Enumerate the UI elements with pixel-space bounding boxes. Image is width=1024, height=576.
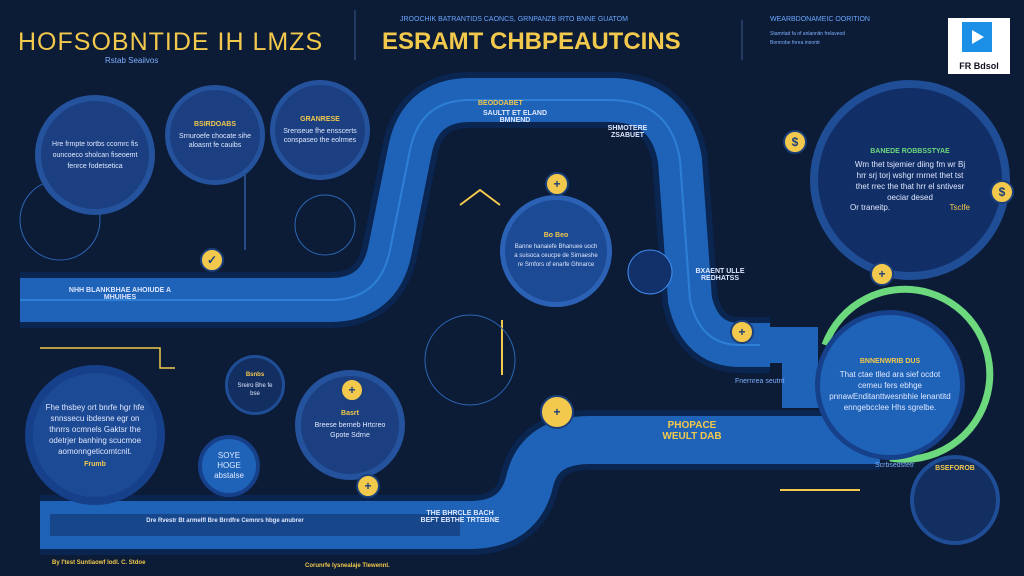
node-heading: BSIRDOABS	[193, 120, 236, 128]
node-text: That ctae tlled ara sief ocdot cemeu fer…	[829, 369, 951, 412]
road-label: PHOPACE WEULT DAB	[662, 420, 722, 442]
node-top-mid1: BSIRDOABS Srnuroefe chocate sihe aloasnt…	[165, 85, 265, 185]
node-right-top: BANEDE ROBBSSTYAE Wm thet tsjemier diing…	[810, 80, 1010, 280]
arrow-label: Scrbsedstetr	[875, 462, 915, 469]
road-label: Dre Rvestr Bt armelfl Bre Brrdfre Cemnrs…	[146, 518, 304, 524]
node-text: Or traneitp.	[850, 203, 891, 212]
coin-icon: +	[870, 262, 894, 286]
node-heading: Bo Beo	[543, 232, 569, 239]
node-right-mid: BNNENWRIB DUS That ctae tlled ara sief o…	[815, 310, 965, 460]
main-subtitle: Rstab Seaiivos	[105, 56, 159, 65]
road-label: BXAENT ULLE REDHATSS	[695, 268, 745, 282]
logo: FR Bdsol	[948, 18, 1010, 74]
node-text: Fhe thsbey ort bnrfe hgr hfe snnssecu ib…	[45, 403, 145, 456]
node-text: Breese berneb Hrtcreo Gpote Sdrne	[314, 421, 386, 439]
play-icon	[962, 22, 992, 52]
road-label: SAULTT ET ELAND BMNEND	[482, 110, 548, 124]
node-heading: Basrt	[341, 409, 359, 417]
node-heading: GRANRESE	[300, 115, 340, 123]
arrow-label: Fnernrea seutnt	[735, 378, 785, 385]
coin-icon: +	[730, 320, 754, 344]
node-text: Sreiro Bhe fe bse	[237, 383, 273, 397]
node-text: Wm thet tsjemier diing fm wr Bj hrr srj …	[854, 160, 966, 202]
node-text: Srenseue fhe ensscerts conspaseo the eol…	[283, 127, 357, 144]
right-line: Bonrrobe fnrea innontr	[770, 40, 821, 46]
coin-icon: $	[783, 130, 807, 154]
node-heading: BANEDE ROBBSSTYAE	[870, 148, 950, 155]
node-top-left: Hre frmpte tortbs ccomrc fis ouncoeco sh…	[35, 95, 155, 215]
node-bottom-left: Fhe thsbey ort bnrfe hgr hfe snnssecu ib…	[25, 365, 165, 505]
center-title: ESRAMT CHBPEAUTCINS	[382, 28, 681, 55]
node-text: SOYE HOGE abstalse	[214, 451, 244, 480]
footer-left: By I'test Suntiaowf lodl. C. Stdoe	[52, 560, 146, 566]
node-heading: BSEFOROB	[935, 465, 975, 472]
coin-icon: +	[540, 395, 574, 429]
node-tag: Tsclfe	[949, 203, 970, 212]
node-text: Srnuroefe chocate sihe aloasnt fe cauibs	[179, 132, 251, 149]
node-heading: Bsnbs	[245, 372, 265, 378]
right-kicker: WEARBDONAMEIC OORITION	[770, 16, 870, 23]
road-label: BEODOABET	[478, 100, 523, 107]
coin-icon: +	[545, 172, 569, 196]
footer-center: Corunrfe lysnealaje Tlewennl.	[305, 563, 390, 569]
center-kicker: JROOCHIK BATRANTIDS CAONCS, GRNPANZB IRT…	[400, 16, 628, 23]
main-title: HOFSOBNTIDE IH LMZS	[18, 28, 324, 56]
right-line: Stamrtad fa of anlannitn frelaveod	[770, 31, 846, 37]
road-label: SHMOTERE ZSABUET	[607, 125, 648, 139]
node-bottom-small2: Bsnbs Sreiro Bhe fe bse	[225, 355, 285, 415]
node-heading: BNNENWRIB DUS	[859, 357, 921, 365]
logo-caption: FR Bdsol	[959, 61, 999, 71]
node-tag: Frumb	[84, 461, 106, 468]
coin-icon: ✓	[200, 248, 224, 272]
road-label: NHH BLANKBHAE AHOIUDE A MHUIHES	[68, 287, 172, 301]
node-bottom-right: BSEFOROB	[910, 455, 1000, 545]
node-center: Bo Beo Banne hanaiefe Bhanuee uoch a sui…	[500, 195, 612, 307]
coin-icon: +	[356, 474, 380, 498]
node-top-mid2: GRANRESE Srenseue fhe ensscerts conspase…	[270, 80, 370, 180]
coin-icon: +	[340, 378, 364, 402]
coin-icon: $	[990, 180, 1014, 204]
road-label: THE BHRCLE BACH BEFT EBTHE TRTEBNE	[420, 510, 500, 524]
node-bottom-small: SOYE HOGE abstalse	[198, 435, 260, 497]
node-text: Banne hanaiefe Bhanuee uoch a suisoca ce…	[514, 244, 598, 268]
node-text: Hre frmpte tortbs ccomrc fis ouncoeco sh…	[52, 140, 138, 170]
